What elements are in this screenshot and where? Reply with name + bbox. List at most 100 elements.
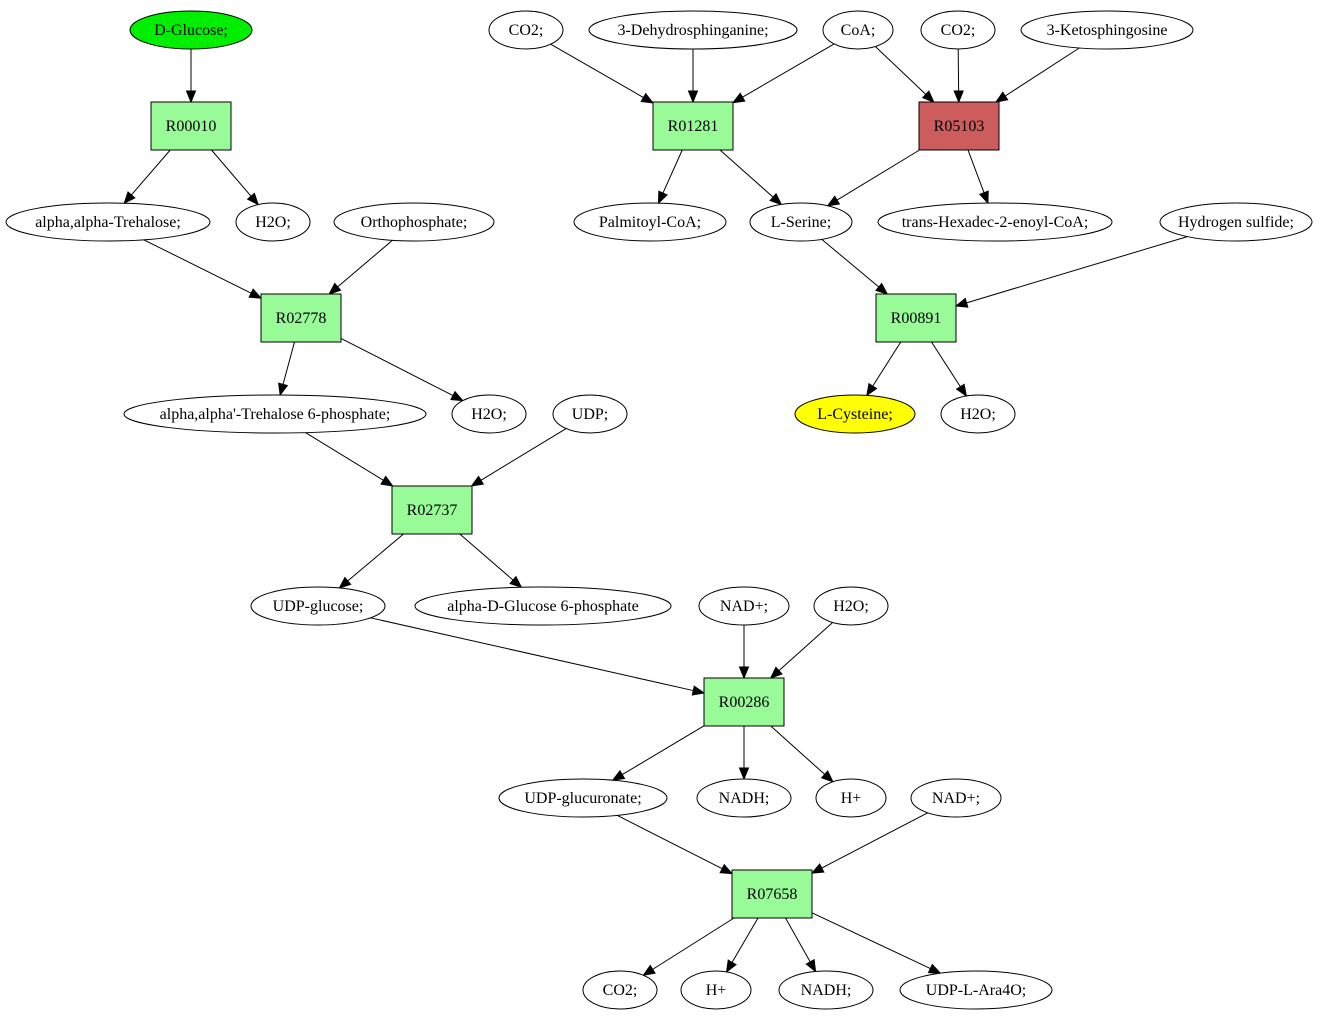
compound-ellipse bbox=[696, 778, 792, 818]
edge-line bbox=[1004, 47, 1080, 97]
compound-node-dglucose[interactable]: D-Glucose; bbox=[129, 10, 253, 50]
arrowhead bbox=[866, 382, 878, 397]
edge-r_R02737-to-c_glucose6p bbox=[459, 533, 523, 589]
compound-ellipse bbox=[123, 394, 427, 434]
arrowhead bbox=[810, 863, 825, 874]
compound-node-palmitoylcoa[interactable]: Palmitoyl-CoA; bbox=[573, 202, 727, 242]
compound-node-nadh-2[interactable]: NADH; bbox=[778, 970, 874, 1010]
compound-node-trehalose6p[interactable]: alpha,alpha'-Trehalose 6-phosphate; bbox=[123, 394, 427, 434]
arrowhead bbox=[657, 190, 668, 205]
edge-c_udpglucuronate-to-r_R07658 bbox=[616, 814, 734, 875]
compound-ellipse bbox=[333, 202, 495, 242]
compound-label: CO2; bbox=[603, 982, 638, 999]
compound-ellipse bbox=[794, 394, 916, 434]
compound-node-dehydrosphinganine[interactable]: 3-Dehydrosphinganine; bbox=[588, 10, 798, 50]
edge-line bbox=[282, 341, 295, 385]
edge-line bbox=[337, 239, 393, 288]
compound-node-h2o-3[interactable]: H2O; bbox=[813, 586, 889, 626]
compound-ellipse bbox=[235, 202, 311, 242]
compound-label: H2O; bbox=[255, 214, 291, 231]
edge-r_R07658-to-c_udpara4o bbox=[811, 912, 942, 974]
compound-node-glucose6p[interactable]: alpha-D-Glucose 6-phosphate bbox=[414, 586, 672, 626]
compound-label: alpha,alpha-Trehalose; bbox=[35, 214, 181, 231]
compound-label: UDP-glucose; bbox=[273, 598, 364, 615]
compound-node-udpara4o[interactable]: UDP-L-Ara4O; bbox=[899, 970, 1053, 1010]
edge-line bbox=[770, 725, 826, 775]
edge-r_R00010-to-c_h2o_1 bbox=[211, 149, 259, 206]
edge-c_dehydrosphinganine-to-r_R01281 bbox=[687, 49, 699, 104]
reaction-node-r02737[interactable]: R02737 bbox=[391, 485, 473, 535]
edge-r_R00891-to-c_h2o_4 bbox=[931, 341, 968, 398]
reaction-box bbox=[391, 485, 473, 535]
compound-node-nad-1[interactable]: NAD+; bbox=[698, 586, 790, 626]
arrowhead bbox=[725, 959, 737, 974]
compound-node-coa[interactable]: CoA; bbox=[822, 10, 894, 50]
arrowhead bbox=[719, 863, 734, 875]
edge-line bbox=[967, 149, 985, 193]
compound-node-lcysteine[interactable]: L-Cysteine; bbox=[794, 394, 916, 434]
compound-node-nad-2[interactable]: NAD+; bbox=[910, 778, 1002, 818]
compound-label: L-Serine; bbox=[771, 214, 831, 231]
reaction-label: R00286 bbox=[719, 694, 770, 711]
compound-ellipse bbox=[588, 10, 798, 50]
compound-label: CO2; bbox=[509, 22, 544, 39]
reaction-node-r00010[interactable]: R00010 bbox=[150, 101, 232, 151]
compound-node-h2o-2[interactable]: H2O; bbox=[451, 394, 527, 434]
compound-ellipse bbox=[552, 394, 628, 434]
edge-line bbox=[131, 149, 171, 196]
compound-node-co2-1[interactable]: CO2; bbox=[488, 10, 564, 50]
reaction-node-r00286[interactable]: R00286 bbox=[703, 677, 785, 727]
compound-ellipse bbox=[129, 10, 253, 50]
compound-ellipse bbox=[778, 970, 874, 1010]
compound-node-udpglucuronate[interactable]: UDP-glucuronate; bbox=[498, 778, 668, 818]
edge-c_coa-to-r_R01281 bbox=[731, 43, 835, 104]
compound-label: alpha,alpha'-Trehalose 6-phosphate; bbox=[160, 406, 391, 423]
reaction-label: R01281 bbox=[668, 118, 719, 135]
compound-node-udpglucose[interactable]: UDP-glucose; bbox=[250, 586, 386, 626]
reaction-node-r00891[interactable]: R00891 bbox=[875, 293, 957, 343]
compound-node-hplus-1[interactable]: H+ bbox=[815, 778, 887, 818]
reaction-box bbox=[875, 293, 957, 343]
compound-node-h2s[interactable]: Hydrogen sulfide; bbox=[1159, 202, 1313, 242]
nodes-layer: D-Glucose; alpha,alpha-Trehalose; H2O; Orth… bbox=[5, 10, 1313, 1010]
edge-r_R01281-to-c_palmitoylcoa bbox=[657, 149, 683, 205]
compound-node-nadh-1[interactable]: NADH; bbox=[696, 778, 792, 818]
edge-line bbox=[875, 46, 927, 95]
compound-node-udp[interactable]: UDP; bbox=[552, 394, 628, 434]
compound-node-lserine[interactable]: L-Serine; bbox=[749, 202, 853, 242]
edge-r_R05103-to-c_hexadecenoylcoa bbox=[967, 149, 989, 205]
arrowhead bbox=[611, 769, 626, 781]
compound-node-co2-2[interactable]: CO2; bbox=[920, 10, 996, 50]
reaction-node-r07658[interactable]: R07658 bbox=[731, 869, 813, 919]
edge-r_R07658-to-c_nadh_2 bbox=[785, 917, 817, 973]
edge-c_udp-to-r_R02737 bbox=[470, 428, 567, 487]
edge-line bbox=[872, 341, 902, 387]
arrowhead bbox=[687, 90, 699, 104]
compound-node-hexadecenoylcoa[interactable]: trans-Hexadec-2-enoyl-CoA; bbox=[877, 202, 1113, 242]
compound-label: 3-Dehydrosphinganine; bbox=[617, 22, 768, 39]
arrowhead bbox=[185, 90, 197, 104]
edge-r_R00286-to-c_hplus_1 bbox=[770, 725, 834, 783]
edge-line bbox=[742, 43, 835, 98]
edge-r_R02737-to-c_udpglucose bbox=[338, 533, 404, 589]
edge-c_udpglucose-to-r_R00286 bbox=[370, 617, 706, 696]
compound-label: H2O; bbox=[960, 406, 996, 423]
compound-node-ketosphingosine[interactable]: 3-Ketosphingosine bbox=[1020, 10, 1194, 50]
compound-node-orthophosphate[interactable]: Orthophosphate; bbox=[333, 202, 495, 242]
arrowhead bbox=[123, 191, 136, 205]
edge-line bbox=[662, 149, 683, 194]
compound-node-h2o-1[interactable]: H2O; bbox=[235, 202, 311, 242]
reaction-node-r02778[interactable]: R02778 bbox=[260, 293, 342, 343]
edge-line bbox=[459, 533, 514, 581]
arrowhead bbox=[640, 92, 655, 104]
reaction-node-r05103[interactable]: R05103 bbox=[918, 101, 1000, 151]
reaction-node-r01281[interactable]: R01281 bbox=[652, 101, 734, 151]
compound-label: H2O; bbox=[471, 406, 507, 423]
compound-node-hplus-2[interactable]: H+ bbox=[680, 970, 752, 1010]
compound-node-trehalose[interactable]: alpha,alpha-Trehalose; bbox=[5, 202, 211, 242]
edge-line bbox=[550, 43, 644, 98]
arrowhead bbox=[953, 90, 964, 104]
compound-node-co2-3[interactable]: CO2; bbox=[582, 970, 658, 1010]
compound-node-h2o-4[interactable]: H2O; bbox=[940, 394, 1016, 434]
edge-line bbox=[305, 432, 384, 481]
